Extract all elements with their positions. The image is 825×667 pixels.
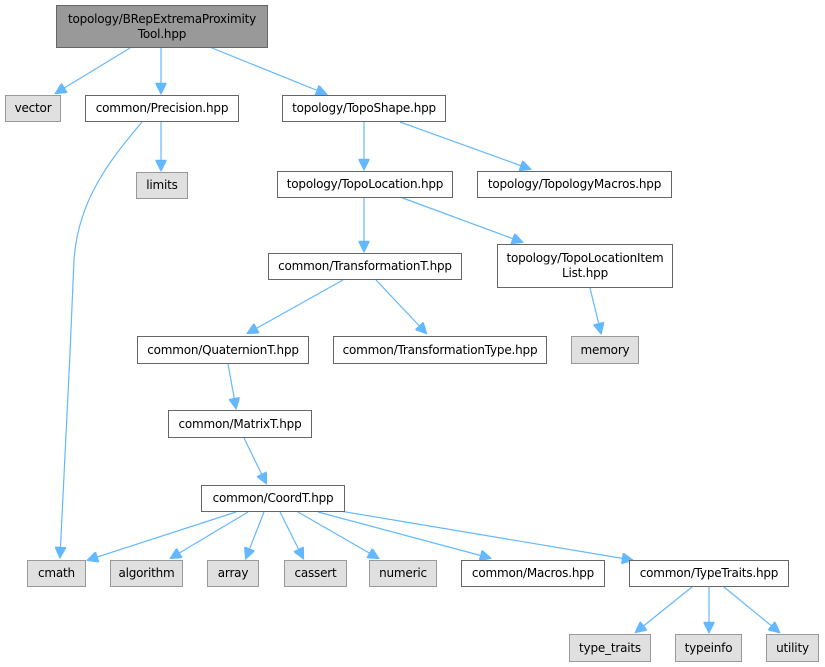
edge-root-toposhape (211, 47, 326, 94)
node-toposhape[interactable]: topology/TopoShape.hpp (282, 95, 446, 122)
node-cmath: cmath (27, 560, 86, 587)
edge-typetraits-type_traits (636, 586, 693, 632)
edge-quaterniont-matrixt (227, 363, 236, 408)
node-utility: utility (766, 634, 819, 662)
edge-itemlist-memory (589, 287, 601, 333)
edge-precision-cmath (60, 121, 143, 557)
node-root-file: topology/BRepExtremaProximity Tool.hpp (56, 5, 268, 48)
edge-coordt-macros (317, 511, 490, 558)
node-typetraits[interactable]: common/TypeTraits.hpp (629, 560, 789, 587)
node-quaterniont[interactable]: common/QuaternionT.hpp (137, 336, 309, 364)
edge-coordt-array (246, 511, 265, 558)
node-limits: limits (136, 172, 188, 199)
node-topolocation[interactable]: topology/TopoLocation.hpp (277, 171, 453, 198)
node-array: array (207, 560, 259, 587)
edge-root-vector (56, 47, 131, 93)
node-macros[interactable]: common/Macros.hpp (461, 560, 605, 587)
node-matrixt[interactable]: common/MatrixT.hpp (168, 410, 312, 438)
edge-transformationt-quaterniont (248, 279, 344, 333)
node-memory: memory (571, 336, 639, 364)
node-numeric: numeric (369, 560, 437, 587)
edge-topolocation-itemlist (399, 196, 522, 242)
node-typeinfo: typeinfo (675, 634, 742, 662)
edge-transformationt-transformationtype (375, 279, 426, 333)
node-transformationt[interactable]: common/TransformationT.hpp (268, 253, 462, 280)
node-algorithm: algorithm (110, 560, 183, 587)
node-coordt[interactable]: common/CoordT.hpp (201, 485, 345, 512)
node-topologymacros[interactable]: topology/TopologyMacros.hpp (477, 171, 672, 198)
edge-coordt-typetraits (333, 509, 632, 560)
node-topolocationitemlist[interactable]: topology/TopoLocationItem List.hpp (497, 244, 673, 288)
edge-matrixt-coordt (243, 437, 266, 483)
edge-typetraits-utility (723, 586, 779, 632)
node-precision[interactable]: common/Precision.hpp (85, 95, 239, 122)
edge-coordt-algorithm (171, 511, 249, 558)
node-transformationtype[interactable]: common/TransformationType.hpp (333, 336, 547, 364)
edge-coordt-cassert (279, 511, 303, 558)
edge-toposhape-topologymacros (399, 121, 530, 169)
node-type_traits: type_traits (569, 634, 651, 662)
node-cassert: cassert (284, 560, 347, 587)
node-vector: vector (5, 95, 61, 122)
edge-coordt-cmath (88, 511, 237, 560)
edge-coordt-numeric (297, 511, 378, 558)
